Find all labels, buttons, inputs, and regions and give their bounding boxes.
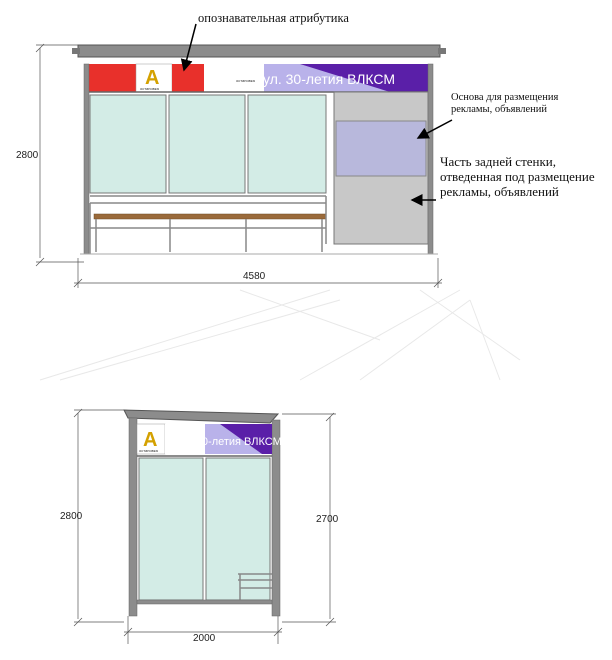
side-glass-2	[205, 457, 271, 601]
front-width-value: 4580	[243, 271, 266, 282]
side-height-right-dim	[282, 412, 336, 627]
sign-lavender	[264, 64, 390, 92]
front-sign: A остановка остановка ул. 30-летия ВЛКСМ	[88, 63, 430, 93]
front-width-dim	[73, 258, 443, 288]
side-bench	[238, 573, 272, 600]
side-sign: A остановка ул. 30-летия ВЛКСМ	[136, 423, 282, 455]
back-wall-ad-label: Часть задней стенки, отведенная под разм…	[440, 154, 595, 199]
sign-red-left	[88, 64, 136, 92]
side-sign-purple	[220, 424, 272, 454]
sign-street-name: ул. 30-летия ВЛКСМ	[263, 71, 395, 87]
front-height-dim	[35, 43, 84, 267]
front-post-left	[83, 63, 90, 255]
side-sign-white-a	[136, 423, 166, 455]
side-post-right	[271, 419, 281, 617]
side-glass-1	[138, 457, 204, 601]
ad-base-arrow	[416, 119, 453, 139]
sign-stop-word: остановка	[140, 86, 160, 91]
sign-white-center	[204, 64, 264, 92]
side-sign-stop: остановка	[139, 448, 159, 453]
background-watermark	[39, 289, 521, 381]
ad-panel	[335, 120, 427, 177]
side-sign-lavender	[205, 424, 262, 454]
bench-seat	[93, 213, 327, 220]
side-view: A остановка ул. 30-летия ВЛКСМ	[60, 408, 339, 644]
side-width-value: 2000	[193, 633, 216, 644]
glass-panel-2	[168, 94, 246, 194]
ad-base-label: Основа для размещения рекламы, объявлени…	[451, 92, 559, 116]
front-height-value: 2800	[16, 150, 39, 161]
identification-label: опознавательная атрибутика	[198, 11, 349, 25]
sign-letter-a: A	[145, 67, 159, 89]
sign-small-stop: остановка	[236, 78, 256, 83]
front-post-right	[427, 63, 434, 255]
side-roof	[123, 409, 280, 424]
front-view: A остановка остановка ул. 30-летия ВЛКСМ	[16, 23, 453, 288]
identification-arrow	[180, 23, 197, 72]
side-sign-street: ул. 30-летия ВЛКСМ	[178, 436, 282, 448]
side-height-left-value: 2800	[60, 511, 83, 522]
glass-panel-3	[247, 94, 327, 194]
sign-red-right	[172, 64, 204, 92]
side-width-dim	[123, 616, 283, 644]
side-sign-letter: A	[143, 429, 157, 451]
side-height-right-value: 2700	[316, 514, 339, 525]
side-height-left-dim	[73, 408, 124, 627]
glass-panel-1	[89, 94, 167, 194]
front-roof	[77, 44, 441, 58]
sign-purple	[300, 64, 430, 92]
side-bottom-rail	[136, 599, 273, 605]
side-post-left	[128, 417, 138, 617]
side-sign-white	[165, 424, 205, 454]
